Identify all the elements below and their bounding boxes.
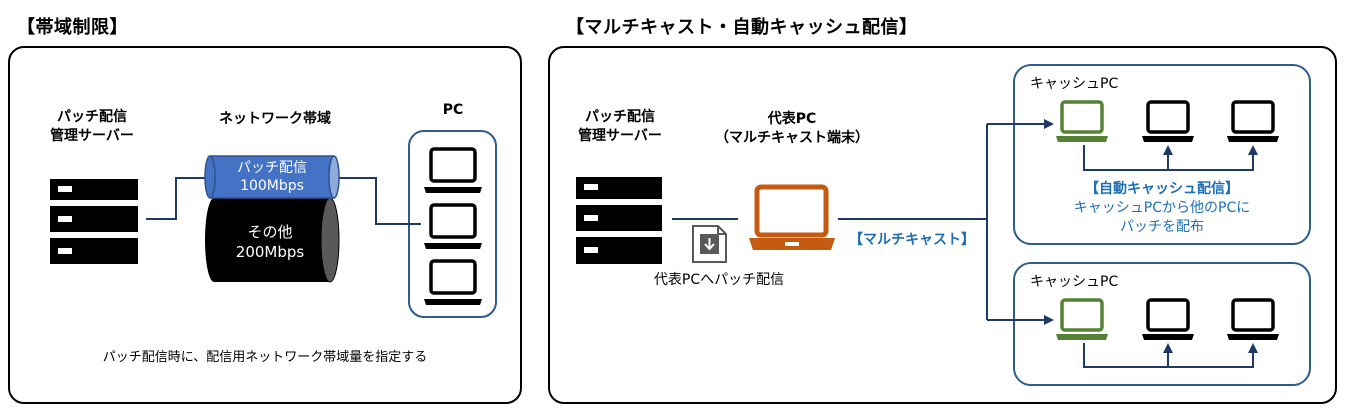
cache-group-2-label: キャッシュPC xyxy=(1030,274,1119,290)
pc-label: PC xyxy=(442,102,464,118)
patch-pipe-label: パッチ配信 100Mbps xyxy=(237,160,307,194)
multicast-label: 【マルチキャスト】 xyxy=(849,232,975,248)
server-to-pipe-line xyxy=(146,177,210,220)
laptop-icon xyxy=(424,259,482,305)
bandwidth-limit-panel xyxy=(8,46,522,404)
network-bandwidth-label: ネットワーク帯域 xyxy=(219,111,331,127)
left-server-icon xyxy=(50,179,138,264)
laptop-icon xyxy=(1227,100,1279,142)
left-server-label: パッチ配信 管理サーバー xyxy=(50,109,134,144)
multicast-panel xyxy=(548,46,1337,404)
left-section-title: 【帯域制限】 xyxy=(17,17,128,38)
cache-group-1 xyxy=(1013,64,1311,245)
file-download-icon xyxy=(692,225,727,263)
patch-pipe xyxy=(204,155,340,199)
laptop-icon xyxy=(1227,298,1279,340)
other-pipe-label: その他 200Mbps xyxy=(235,223,305,261)
laptop-icon xyxy=(424,203,482,249)
representative-pc-icon xyxy=(749,184,835,250)
file-caption: 代表PCへパッチ配信 xyxy=(653,272,785,288)
auto-cache-description: 【自動キャッシュ配信】 キャッシュPCから他のPCに パッチを配布 xyxy=(1073,181,1251,235)
pipe-to-pc-line xyxy=(335,177,421,225)
right-server-icon xyxy=(576,177,662,264)
cache-pc-icon xyxy=(1056,298,1108,340)
cache-group-2 xyxy=(1013,262,1311,386)
right-section-title: 【マルチキャスト・自動キャッシュ配信】 xyxy=(566,17,918,38)
cache-group-1-label: キャッシュPC xyxy=(1030,76,1119,92)
laptop-icon xyxy=(1142,100,1194,142)
representative-pc-label: 代表PC （マルチキャスト端末） xyxy=(715,111,869,146)
other-traffic-pipe xyxy=(205,197,340,283)
cache-pc-icon xyxy=(1056,100,1108,142)
laptop-icon xyxy=(1142,298,1194,340)
right-server-label: パッチ配信 管理サーバー xyxy=(578,109,662,144)
laptop-icon xyxy=(424,147,482,193)
bandwidth-caption: パッチ配信時に、配信用ネットワーク帯域量を指定する xyxy=(102,350,428,365)
